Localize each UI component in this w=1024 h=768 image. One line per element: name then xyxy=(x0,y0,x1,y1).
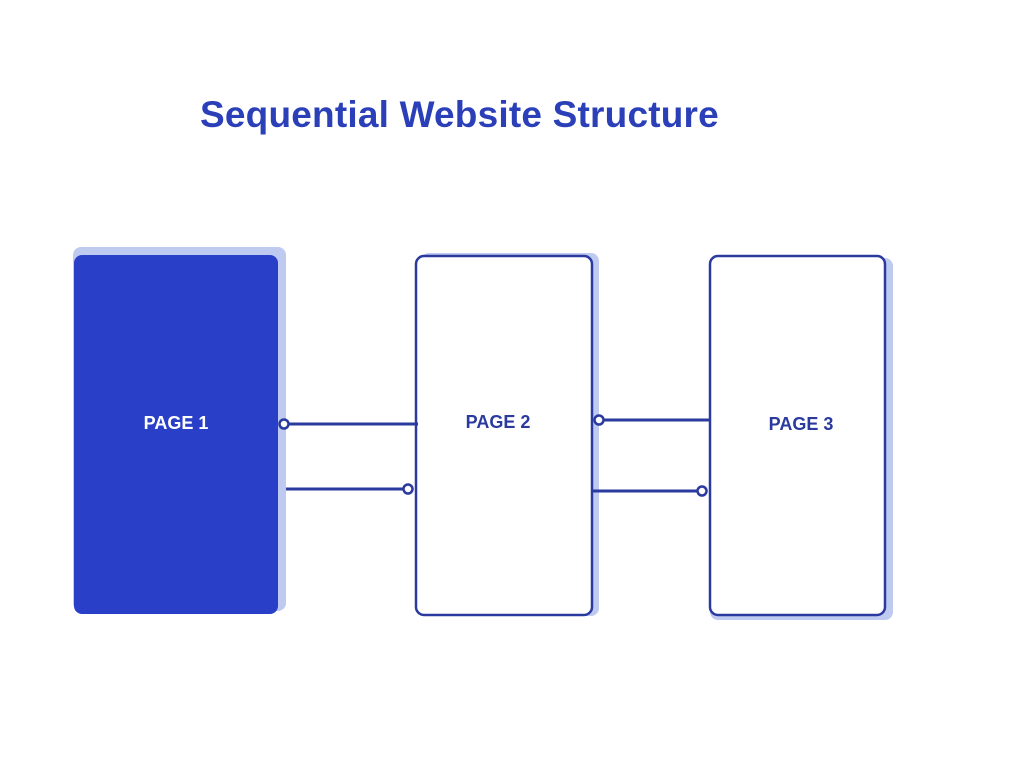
page-1-card xyxy=(74,255,278,614)
connector-1-2-top xyxy=(278,418,418,430)
page-3-node: PAGE 3 xyxy=(708,254,893,620)
page-3-card xyxy=(708,254,887,617)
connector-dot xyxy=(593,414,605,426)
connector-2-3-bottom xyxy=(593,485,708,497)
connector-dot xyxy=(696,485,708,497)
page-2-node: PAGE 2 xyxy=(414,253,599,617)
connector-1-2-bottom xyxy=(286,483,414,495)
diagram-title: Sequential Website Structure xyxy=(200,94,719,135)
page-1-label: PAGE 1 xyxy=(144,413,209,433)
connector-dot xyxy=(278,418,290,430)
connector-dot xyxy=(402,483,414,495)
page-2-card xyxy=(414,254,594,617)
page-1-node: PAGE 1 xyxy=(73,247,286,614)
page-2-label: PAGE 2 xyxy=(466,412,531,432)
page-3-label: PAGE 3 xyxy=(769,414,834,434)
connector-2-3-top xyxy=(593,414,709,426)
